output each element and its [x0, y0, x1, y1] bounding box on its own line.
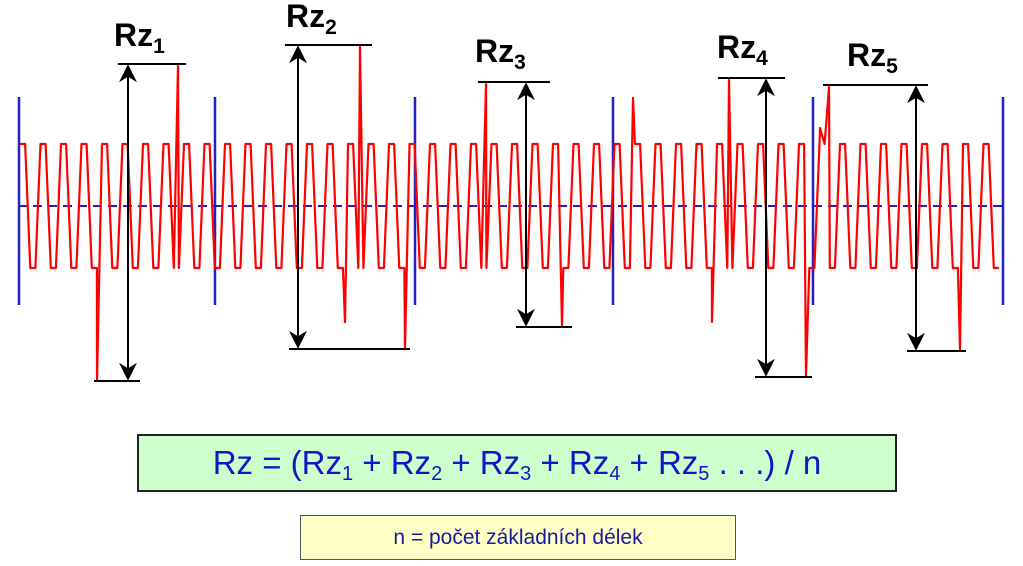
- rz4-label: Rz4: [717, 29, 768, 70]
- formula-term-2: Rz2 +: [390, 444, 480, 485]
- note-box: n = počet základních délek: [300, 515, 736, 560]
- surface-profile: [20, 45, 999, 382]
- formula-term-3: Rz3 +: [479, 444, 569, 485]
- section-dividers: [17, 97, 1005, 305]
- rz1-measure: Rz1: [94, 17, 186, 382]
- rz4-measure: Rz4: [717, 29, 812, 378]
- formula-term-1: Rz1 +: [301, 444, 391, 485]
- rz3-measure: Rz3: [475, 33, 572, 328]
- note-text: n = počet základních délek: [393, 525, 643, 549]
- roughness-profile-diagram: Rz1 Rz2 Rz3 Rz4 Rz5: [17, 0, 1006, 382]
- rz2-measure: Rz2: [285, 0, 410, 350]
- rz5-measure: Rz5: [823, 37, 966, 352]
- rz3-label: Rz3: [475, 33, 526, 74]
- formula-term-4: Rz4 +: [568, 444, 658, 485]
- rz5-label: Rz5: [847, 37, 898, 78]
- rz2-label: Rz2: [286, 0, 337, 39]
- formula-term-5: Rz5 . . .) / n: [657, 444, 822, 485]
- formula-lhs: Rz = (: [212, 444, 302, 481]
- rz-formula-box: Rz = ( Rz1 + Rz2 + Rz3 + Rz4 + Rz5 . . .…: [137, 434, 897, 492]
- rz1-label: Rz1: [114, 17, 165, 58]
